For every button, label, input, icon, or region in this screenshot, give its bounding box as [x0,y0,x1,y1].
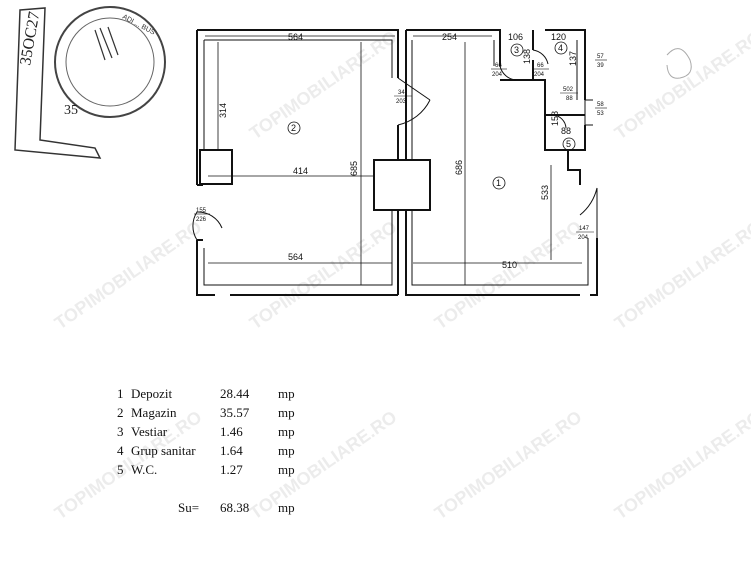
legend-room-name: Vestiar [131,424,168,439]
watermark: TOPIMOBILIARE.RO [611,27,751,144]
watermark: TOPIMOBILIARE.RO [611,407,751,524]
door-3-bottom: 204 [492,72,503,78]
stamp-ref-number: 35OC27 [17,10,43,66]
window-2-top: 58 [597,102,604,108]
legend-room-number: 3 [117,424,124,439]
dim-564-bottom: 564 [288,252,303,262]
dim-137: 137 [568,51,578,66]
legend-room-area: 1.27 [220,462,243,477]
legend-room-area: 1.46 [220,424,243,439]
legend-room-area: 35.57 [220,405,250,420]
total-label: Su= [178,500,200,515]
legend-room-number: 5 [117,462,124,477]
watermark: TOPIMOBILIARE.RO [51,217,206,334]
room-number-1: 1 [496,178,501,188]
official-stamp: ADI ... BUS 35OC27 35 [14,6,166,159]
door-4-top: 66 [537,63,544,69]
door-4-bottom: 204 [534,72,545,78]
legend-room-unit: mp [278,405,295,420]
room-number-4: 4 [558,43,563,53]
legend-room-name: Magazin [131,405,177,420]
dim-564-top: 564 [288,32,303,42]
stamp-note: 35 [64,103,78,118]
legend-room-area: 1.64 [220,443,243,458]
corner-mark [666,48,692,79]
legend-room-number: 1 [117,386,124,401]
window-1-bottom: 39 [597,63,604,69]
total-unit: mp [278,500,295,515]
dim-158: 158 [550,111,560,126]
legend-room-unit: mp [278,386,295,401]
dim-685: 685 [349,161,359,176]
watermark: TOPIMOBILIARE.RO [246,27,401,144]
window-2-bottom: 53 [597,111,604,117]
dimension-labels: 564 254 106 120 314 414 685 686 533 564 … [218,32,578,270]
legend-room-name: Depozit [131,386,173,401]
door-5-top: 502 [563,87,574,93]
dim-88: 88 [561,126,571,136]
watermark: TOPIMOBILIARE.RO [246,217,401,334]
legend-room-area: 28.44 [220,386,250,401]
dim-138: 138 [522,49,532,64]
door-left-top: 155 [196,208,207,214]
door-3-top: 66 [495,63,502,69]
dim-314: 314 [218,103,228,118]
watermark: TOPIMOBILIARE.RO [611,217,751,334]
door-right-top: 147 [579,226,590,232]
door-labels: 155 226 34 203 147 204 66 204 66 204 502… [194,54,607,241]
legend-room-number: 4 [117,443,124,458]
room-number-3: 3 [514,45,519,55]
doors [192,49,598,241]
room-markers: 2 1 3 4 5 [287,41,576,190]
door-right-bottom: 204 [578,235,589,241]
room-number-5: 5 [566,139,571,149]
room-number-2: 2 [291,123,296,133]
walls [196,29,598,296]
dim-510: 510 [502,260,517,270]
dim-686: 686 [454,160,464,175]
door-mid-bottom: 203 [396,99,407,105]
legend-room-unit: mp [278,443,295,458]
door-left-bottom: 226 [196,217,207,223]
door-5-bottom: 88 [566,96,573,102]
dimension-lines [205,35,582,285]
door-mid-top: 34 [398,90,405,96]
dim-533: 533 [540,185,550,200]
total-value: 68.38 [220,500,250,515]
dim-254: 254 [442,32,457,42]
legend-room-name: W.C. [131,462,158,477]
dim-120: 120 [551,32,566,42]
watermark: TOPIMOBILIARE.RO [431,407,586,524]
watermark: TOPIMOBILIARE.RO [246,407,401,524]
legend-room-unit: mp [278,462,295,477]
dim-106: 106 [508,32,523,42]
legend-room-name: Grup sanitar [131,443,196,458]
dim-414: 414 [293,166,308,176]
watermark: TOPIMOBILIARE.RO [431,217,586,334]
legend-room-unit: mp [278,424,295,439]
window-1-top: 57 [597,54,604,60]
legend-room-number: 2 [117,405,124,420]
